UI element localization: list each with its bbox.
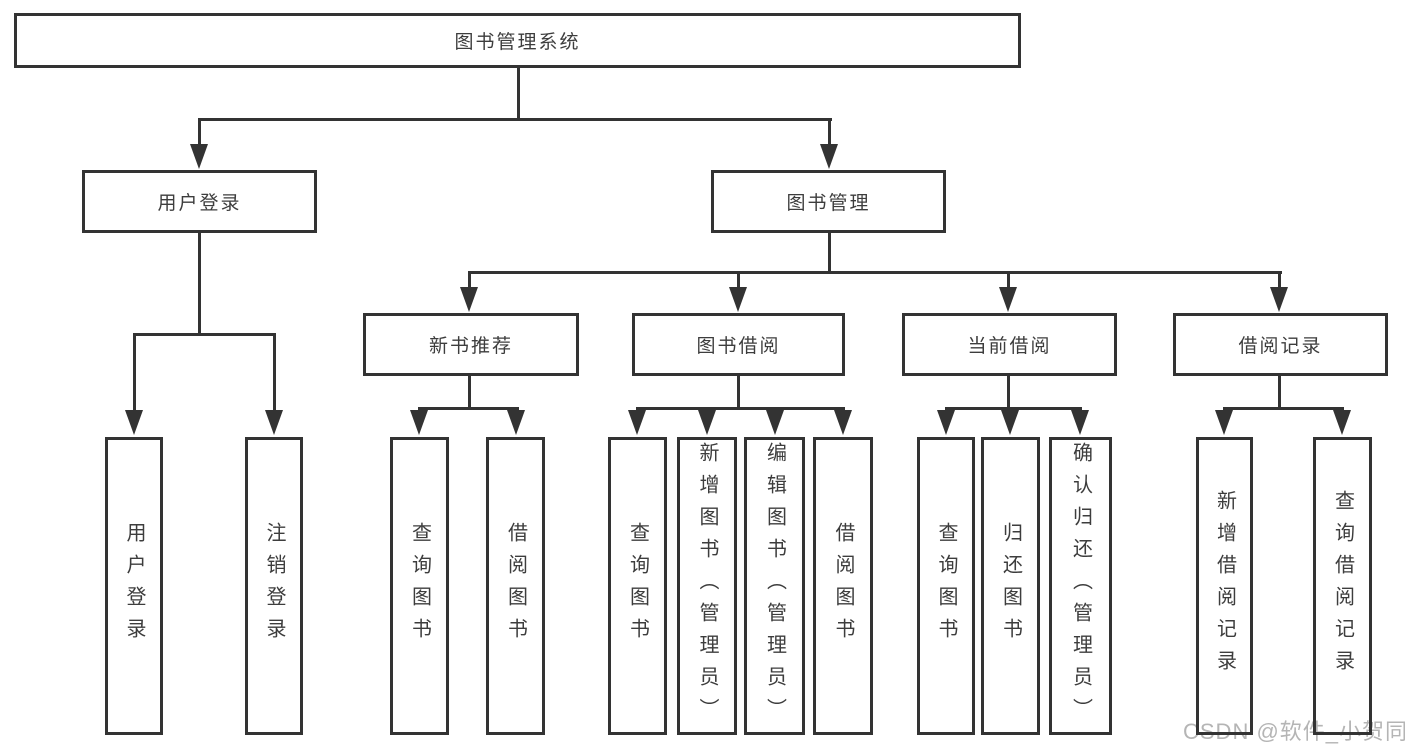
arrow-down-icon: [1001, 410, 1019, 435]
node-label: 查询图书: [408, 522, 431, 650]
arrow-down-icon: [834, 410, 852, 435]
leaf-query-borrow-record: 查询借阅记录: [1313, 437, 1372, 735]
connector-hline: [133, 333, 276, 336]
node-label: 查询图书: [935, 522, 957, 650]
node-label: 查询借阅记录: [1331, 490, 1354, 682]
node-borrow-records: 借阅记录: [1173, 313, 1388, 376]
node-new-book-recommend: 新书推荐: [363, 313, 579, 376]
arrow-down-icon: [937, 410, 955, 435]
node-book-management: 图书管理: [711, 170, 946, 233]
connector-vline: [198, 233, 201, 336]
arrow-down-icon: [628, 410, 646, 435]
connector-vline: [468, 376, 471, 410]
connector-vline: [1278, 271, 1281, 291]
node-book-borrow: 图书借阅: [632, 313, 845, 376]
arrow-down-icon: [1071, 410, 1089, 435]
connector-vline: [517, 66, 520, 120]
node-label: 图书借阅: [696, 336, 781, 357]
node-label: 借阅记录: [1238, 336, 1323, 357]
leaf-add-borrow-record: 新增借阅记录: [1196, 437, 1253, 735]
arrow-down-icon: [729, 287, 747, 312]
connector-hline: [945, 407, 1082, 410]
watermark: CSDN @软件_小贺同学: [1183, 719, 1405, 744]
node-label: 新增图书（管理员）: [696, 442, 718, 730]
connector-vline: [828, 118, 831, 148]
connector-vline: [468, 271, 471, 291]
connector-vline: [1278, 376, 1281, 410]
connector-vline: [737, 271, 740, 291]
arrow-down-icon: [1215, 410, 1233, 435]
node-library-system: 图书管理系统: [14, 13, 1021, 68]
arrow-down-icon: [820, 144, 838, 169]
leaf-query-books-2: 查询图书: [608, 437, 667, 735]
node-label: 借阅图书: [504, 522, 527, 650]
connector-hline: [418, 407, 519, 410]
node-current-borrow: 当前借阅: [902, 313, 1117, 376]
arrow-down-icon: [1270, 287, 1288, 312]
node-label: 用户登录: [157, 193, 242, 214]
arrow-down-icon: [460, 287, 478, 312]
connector-hline: [1223, 407, 1344, 410]
arrow-down-icon: [698, 410, 716, 435]
connector-vline: [273, 333, 276, 415]
connector-vline: [198, 118, 201, 148]
connector-vline: [133, 333, 136, 415]
leaf-return-book: 归还图书: [981, 437, 1040, 735]
node-label: 确认归还（管理员）: [1069, 442, 1092, 730]
leaf-borrow-books-1: 借阅图书: [486, 437, 545, 735]
arrow-down-icon: [999, 287, 1017, 312]
arrow-down-icon: [265, 410, 283, 435]
connector-hline: [636, 407, 845, 410]
arrow-down-icon: [190, 144, 208, 169]
leaf-user-login: 用户登录: [105, 437, 163, 735]
connector-hline: [198, 118, 832, 121]
connector-vline: [828, 233, 831, 274]
connector-vline: [1007, 376, 1010, 410]
arrow-down-icon: [507, 410, 525, 435]
connector-vline: [1007, 271, 1010, 291]
arrow-down-icon: [1333, 410, 1351, 435]
leaf-edit-book-admin: 编辑图书（管理员）: [744, 437, 805, 735]
node-label: 新增借阅记录: [1213, 490, 1236, 682]
connector-hline: [468, 271, 1282, 274]
leaf-query-books-1: 查询图书: [390, 437, 449, 735]
node-label: 图书管理: [786, 193, 871, 214]
arrow-down-icon: [410, 410, 428, 435]
arrow-down-icon: [125, 410, 143, 435]
node-label: 用户登录: [123, 522, 145, 650]
arrow-down-icon: [766, 410, 784, 435]
leaf-query-books-3: 查询图书: [917, 437, 975, 735]
node-label: 查询图书: [626, 522, 649, 650]
leaf-add-book-admin: 新增图书（管理员）: [677, 437, 737, 735]
node-user-login: 用户登录: [82, 170, 317, 233]
connector-vline: [737, 376, 740, 410]
node-label: 注销登录: [263, 522, 285, 650]
leaf-logout: 注销登录: [245, 437, 303, 735]
node-label: 编辑图书（管理员）: [763, 442, 786, 730]
leaf-borrow-books-2: 借阅图书: [813, 437, 873, 735]
node-label: 借阅图书: [832, 522, 854, 650]
leaf-confirm-return-admin: 确认归还（管理员）: [1049, 437, 1112, 735]
node-label: 当前借阅: [967, 336, 1052, 357]
node-label: 图书管理系统: [454, 32, 581, 53]
node-label: 新书推荐: [428, 336, 513, 357]
node-label: 归还图书: [999, 522, 1022, 650]
